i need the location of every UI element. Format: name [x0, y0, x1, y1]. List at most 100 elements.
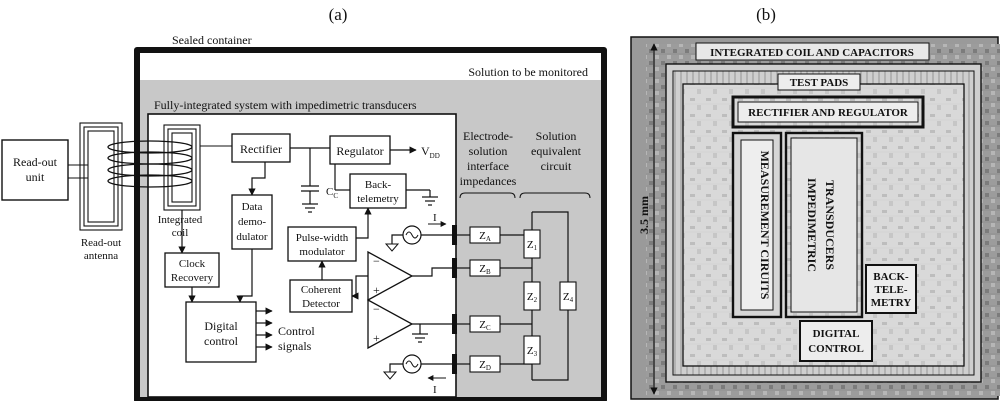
z4-sub: 4 — [570, 296, 574, 304]
z2-main: Z — [527, 291, 534, 303]
pwm-telemetry-arrow — [356, 207, 372, 239]
impedance-z1 — [523, 229, 541, 259]
back-telemetry-line2: telemetry — [357, 193, 399, 205]
pwm-line1: Pulse-width — [296, 232, 349, 244]
electrode-a — [452, 225, 457, 245]
rectifier-region — [731, 95, 925, 129]
electrode-d — [452, 354, 457, 374]
z2-label: Z2 — [527, 291, 538, 304]
opamp-lower — [367, 298, 414, 350]
z1-main: Z — [527, 239, 534, 251]
clock-recovery-line1: Clock — [179, 258, 206, 270]
system-title: Fully-integrated system with impedimetri… — [154, 98, 417, 112]
control-signal-arrows — [256, 307, 273, 351]
zc-main: Z — [479, 319, 486, 331]
source-bottom-wire — [389, 363, 403, 372]
electrode-b — [452, 258, 457, 278]
z1-sub: 1 — [534, 244, 538, 252]
digital-control-line2: control — [204, 334, 239, 348]
rectifier-label-b: RECTIFIER AND REGULATOR — [748, 107, 909, 119]
control-signals-line1: Control — [278, 324, 315, 338]
equiv-header-line2: equivalent — [531, 144, 582, 158]
back-telemetry-line1: Back- — [365, 179, 392, 191]
zb-main: Z — [479, 263, 486, 275]
chip-micrograph: INTEGRATED COIL AND CAPACITORS TEST PADS… — [630, 36, 1000, 400]
za-sub: A — [486, 235, 491, 243]
zd-main: Z — [479, 359, 486, 371]
z4-label: Z4 — [563, 291, 574, 304]
z1-label: Z1 — [527, 239, 538, 252]
z3-sub: 3 — [534, 350, 538, 358]
z4-main: Z — [563, 291, 570, 303]
vdd-sub: DD — [430, 152, 440, 160]
za-label: ZA — [479, 230, 491, 243]
control-signals-line2: signals — [278, 339, 312, 353]
readout-unit-line1: Read-out — [13, 155, 58, 169]
rectifier-label: Rectifier — [240, 142, 282, 156]
zc-sub: C — [486, 324, 491, 332]
zd-sub: D — [486, 364, 491, 372]
electrode-header: Electrode- solution interface impedances — [460, 129, 517, 188]
opamp-upper-plus: + — [373, 283, 380, 297]
electrodes — [452, 225, 457, 374]
impedimetric-line2: TRANSDUCERS — [823, 180, 837, 270]
coherent-detector-block — [289, 279, 353, 313]
readout-unit-line2: unit — [26, 170, 45, 184]
ground-icon-bottom — [382, 371, 398, 380]
digital-control-line1: Digital — [204, 319, 238, 333]
equiv-header-line3: circuit — [541, 159, 572, 173]
opamp-upper-minus: − — [373, 254, 380, 268]
electrode-c — [452, 314, 457, 334]
opamp-upper-detector — [351, 275, 368, 300]
rectifier-label-box — [737, 101, 919, 123]
regulator-block — [329, 135, 391, 165]
rectifier-demod-arrow — [248, 162, 266, 196]
opamp-lower-minus: − — [373, 302, 380, 316]
dimension-label: 3.5 mm — [637, 196, 651, 234]
clock-recovery-block — [164, 252, 220, 288]
zb-sub: B — [486, 268, 491, 276]
ground-icon-top — [384, 243, 400, 252]
digital-line2: CONTROL — [808, 343, 864, 355]
coil-label: INTEGRATED COIL AND CAPACITORS — [710, 47, 914, 59]
capacitor-cc — [301, 148, 319, 213]
measurement-label: MEASUREMENT CIRUITS — [758, 151, 772, 300]
readout-antenna-line1: Read-out — [81, 237, 121, 249]
z3-label: Z3 — [527, 345, 538, 358]
integrated-coil-line1: Integrated — [158, 214, 203, 226]
current-label-top: I — [433, 212, 437, 224]
impedance-z2 — [523, 281, 541, 311]
coil-label-box — [695, 42, 930, 61]
impedance-z4 — [559, 281, 577, 311]
zb-label: ZB — [479, 263, 491, 276]
readout-antenna — [68, 122, 123, 231]
impedimetric-region — [784, 131, 864, 319]
coherent-line1: Coherent — [301, 284, 341, 296]
zc-label: ZC — [479, 319, 491, 332]
opamp-lower-plus: + — [373, 331, 380, 345]
equiv-header-line1: Solution — [536, 129, 577, 143]
zd-label: ZD — [479, 359, 491, 372]
backtel-line1: BACK- — [873, 271, 909, 283]
pwm-line2: modulator — [299, 246, 345, 258]
digital-region — [799, 320, 873, 362]
readout-antenna-line2: antenna — [84, 250, 118, 262]
backtel-line2: TELE- — [874, 284, 907, 296]
data-demod-line2: demo- — [238, 216, 266, 228]
telemetry-ground — [406, 189, 438, 206]
z3-main: Z — [527, 345, 534, 357]
digital-control-block — [185, 301, 257, 363]
sealed-container-label: Sealed container — [172, 33, 252, 47]
cc-label: CC — [326, 186, 338, 200]
digital-line1: DIGITAL — [813, 328, 860, 340]
equiv-impedances: Z1 Z2 Z3 Z4 — [523, 229, 577, 365]
vdd-label: VDD — [421, 144, 440, 160]
vdd-main: V — [421, 144, 430, 158]
solution-label: Solution to be monitored — [468, 65, 588, 79]
integrated-coil-line2: coil — [172, 227, 189, 239]
readout-unit-box — [1, 139, 69, 201]
electrode-header-line2: solution — [469, 144, 508, 158]
test-pads-box — [777, 73, 861, 91]
sine-icon-bottom — [405, 360, 419, 368]
